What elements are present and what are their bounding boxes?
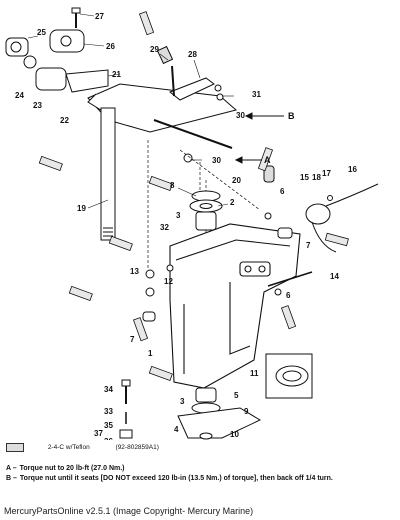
reference-letter-a: A <box>264 155 271 165</box>
callout-7-left: 7 <box>130 335 135 344</box>
swivel-bracket-drawing <box>169 223 301 389</box>
callout-26: 26 <box>106 42 115 51</box>
small-hardware-drawing <box>142 212 313 322</box>
note-b-text: Torque nut until it seats [DO NOT exceed… <box>19 475 333 482</box>
note-a-text: Torque nut to 20 lb-ft (27.0 Nm.) <box>19 465 125 472</box>
callout-28: 28 <box>188 50 197 59</box>
callout-30-lower: 30 <box>212 156 221 165</box>
callout-20: 20 <box>232 176 241 185</box>
callout-14: 14 <box>330 272 339 281</box>
lubricant-chip-icon <box>6 443 24 452</box>
callout-labels: 27 25 26 24 23 22 21 29 28 31 30 30 20 1… <box>15 12 357 440</box>
callout-25: 25 <box>37 28 46 37</box>
note-a-key: A – <box>6 465 17 472</box>
callout-31: 31 <box>252 90 261 99</box>
callout-4: 4 <box>174 425 179 434</box>
callout-34: 34 <box>104 385 113 394</box>
callout-35: 35 <box>104 421 113 430</box>
note-b-key: B – <box>6 475 17 482</box>
clamp-assembly-drawing <box>5 7 109 93</box>
callout-16: 16 <box>348 165 357 174</box>
upper-bearing-drawing <box>189 190 223 231</box>
callout-9: 9 <box>244 407 249 416</box>
callout-3-upper: 3 <box>176 211 181 220</box>
swivel-pin-drawing <box>100 107 116 241</box>
grease-fitting-drawing <box>119 379 133 439</box>
callout-36: 36 <box>104 437 113 440</box>
callout-13: 13 <box>130 267 139 276</box>
callout-19: 19 <box>77 204 86 213</box>
lubricant-part-number: (92-802859A1) <box>115 444 159 452</box>
lower-yoke-drawing <box>177 387 262 440</box>
callout-1: 1 <box>148 349 153 358</box>
callout-32: 32 <box>160 223 169 232</box>
callout-5: 5 <box>234 391 239 400</box>
lubricant-legend: 2-4-C w/Teflon (92-802859A1) <box>6 443 159 452</box>
callout-30-upper: 30 <box>236 111 245 120</box>
callout-10: 10 <box>230 430 239 439</box>
reference-arrows <box>234 112 284 164</box>
callout-17: 17 <box>322 169 331 178</box>
callout-15: 15 <box>300 173 309 182</box>
steering-head-drawing <box>87 45 275 183</box>
leader-lines <box>27 13 234 209</box>
callout-23: 23 <box>33 101 42 110</box>
copyright-footer: MercuryPartsOnline v2.5.1 (Image Copyrig… <box>4 506 254 516</box>
callout-27: 27 <box>95 12 104 21</box>
callout-7-right: 7 <box>306 241 311 250</box>
lubricant-product: 2-4-C w/Teflon <box>47 444 90 452</box>
callout-8: 8 <box>170 181 175 190</box>
callout-29: 29 <box>150 45 159 54</box>
callout-37: 37 <box>94 429 103 438</box>
torque-note-a: A –Torque nut to 20 lb-ft (27.0 Nm.) <box>6 465 128 473</box>
callout-2: 2 <box>230 198 235 207</box>
callout-12: 12 <box>164 277 173 286</box>
callout-21: 21 <box>112 70 121 79</box>
trim-sender-drawing <box>305 183 379 253</box>
seal-inset-drawing <box>265 353 313 399</box>
torque-note-b: B –Torque nut until it seats [DO NOT exc… <box>6 475 391 483</box>
callout-11: 11 <box>250 369 259 378</box>
callout-6-upper: 6 <box>280 187 285 196</box>
callout-33: 33 <box>104 407 113 416</box>
lubricant-tube-icons <box>38 11 349 382</box>
exploded-parts-diagram: 27 25 26 24 23 22 21 29 28 31 30 30 20 1… <box>5 7 379 440</box>
callout-22: 22 <box>60 116 69 125</box>
callout-18: 18 <box>312 173 321 182</box>
callout-6-lower: 6 <box>286 291 291 300</box>
callout-3-lower: 3 <box>180 397 185 406</box>
reference-letter-b: B <box>288 111 295 121</box>
callout-24: 24 <box>15 91 24 100</box>
